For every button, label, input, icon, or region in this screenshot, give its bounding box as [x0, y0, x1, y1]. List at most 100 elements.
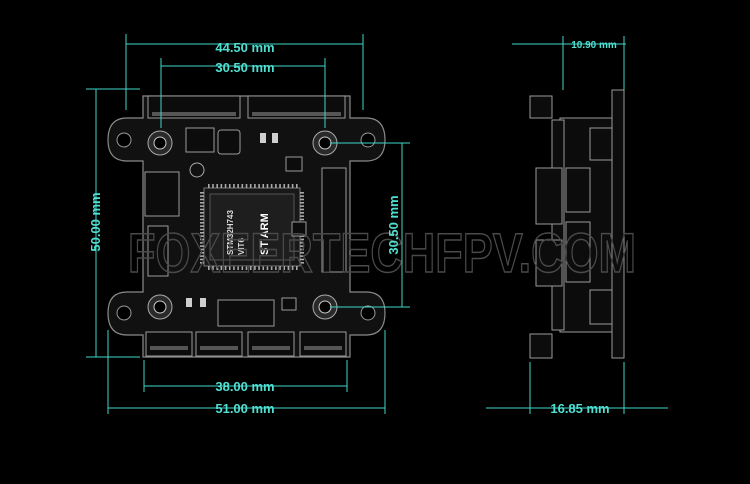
mcu-pin: [200, 202, 204, 204]
mcu-pin: [300, 248, 304, 251]
mcu-pin: [300, 192, 304, 194]
mcu-pin: [220, 184, 223, 188]
dim-left-height: 50.00 mm: [86, 88, 140, 358]
mcu-pin: [200, 228, 204, 231]
top-connectors: [147, 95, 346, 119]
component-box-4: [281, 297, 297, 311]
side-connector-top: [529, 95, 553, 119]
mcu-pin: [266, 266, 269, 270]
mcu-pin: [296, 184, 298, 188]
mcu-pin: [300, 245, 304, 247]
mcu-pin: [200, 195, 204, 197]
mcu-pins: [200, 184, 304, 270]
mcu-pin: [200, 192, 204, 194]
dim-side-thickness: 10.90 mm: [512, 36, 626, 90]
side-header-2: [565, 221, 591, 283]
mcu-pin: [283, 184, 286, 188]
mcu-pin: [300, 262, 304, 264]
mcu-pin: [275, 266, 277, 270]
mcu-pin: [287, 266, 290, 270]
mcu-pin: [300, 212, 304, 214]
mcu-pin: [200, 205, 204, 207]
watermark: FOXEERTECHFPV.COM: [128, 221, 636, 284]
side-view-board: [529, 89, 625, 359]
dim-label-top-outer: 44.50 mm: [215, 40, 274, 55]
mcu-pin: [200, 215, 204, 217]
mcu-pin: [208, 266, 210, 270]
bottom-fpc-connector: [217, 299, 275, 327]
component-box-3: [291, 221, 307, 237]
dim-top-outer: 44.50 mm: [125, 34, 364, 110]
mcu-pin: [291, 266, 294, 270]
front-view-board: STM32H743 VIT6 ST ARM: [107, 95, 386, 358]
mcu-pin: [200, 248, 204, 251]
mount-hole-right-top: [360, 132, 376, 148]
mcu-pin: [300, 258, 304, 261]
dim-top-inner: 30.50 mm: [160, 58, 326, 128]
bottom-connectors: [145, 331, 347, 357]
side-header-1: [565, 167, 591, 213]
dim-label-right-inner-height: 30.50 mm: [386, 195, 401, 254]
mcu-pin: [237, 184, 239, 188]
mcu-pin: [237, 266, 239, 270]
mcu-pin: [200, 235, 204, 237]
side-block-top: [589, 127, 613, 161]
mcu-pin: [270, 266, 273, 270]
mcu-pin: [300, 242, 304, 244]
mcu-pin: [262, 184, 265, 188]
mcu-pin: [224, 266, 227, 270]
mcu-pin: [241, 184, 244, 188]
dim-label-bottom-inner: 38.00 mm: [215, 379, 274, 394]
dim-label-top-inner: 30.50 mm: [215, 60, 274, 75]
mcu-part-number: STM32H743: [226, 210, 235, 255]
mcu-pin: [220, 266, 223, 270]
mcu-pin: [296, 266, 298, 270]
side-connector-low: [535, 239, 563, 287]
smd-2: [272, 133, 278, 143]
mcu-pin: [300, 252, 304, 254]
mcu-pin: [283, 266, 286, 270]
mcu-pin: [200, 212, 204, 214]
mcu-pin: [241, 266, 244, 270]
mcu-pin: [200, 252, 204, 254]
mcu-pin: [300, 238, 304, 241]
mcu-pin: [200, 225, 204, 227]
mcu-pin: [300, 202, 304, 204]
inductor: [217, 129, 241, 155]
mcu-pin: [208, 184, 210, 188]
mcu-pin: [245, 184, 248, 188]
mcu-pin: [233, 266, 235, 270]
mcu-pin: [300, 198, 304, 201]
mcu-pin: [249, 184, 252, 188]
st-arm-logo: ST ARM: [259, 213, 271, 255]
mcu-pin: [200, 198, 204, 201]
dim-right-inner-height: 30.50 mm: [330, 142, 410, 308]
component-box-1: [185, 127, 215, 153]
mcu-pin: [200, 242, 204, 244]
dim-bottom-outer: 51.00 mm: [107, 330, 386, 416]
mcu-pin: [300, 255, 304, 257]
mcu-pin: [216, 184, 218, 188]
right-side-connector: [321, 167, 347, 273]
component-box-2: [285, 156, 303, 172]
mcu-pin: [200, 222, 204, 224]
smd-3: [186, 298, 192, 307]
grommet-top-left: [147, 130, 173, 156]
mcu-pin: [258, 266, 260, 270]
mcu-pin: [200, 258, 204, 261]
smd-4: [200, 298, 206, 307]
mcu-pin: [200, 262, 204, 264]
mcu-pin: [245, 266, 248, 270]
mcu-pin: [287, 184, 290, 188]
mcu-pin: [200, 218, 204, 221]
mount-hole-right-bottom: [360, 305, 376, 321]
dim-label-bottom-outer: 51.00 mm: [215, 401, 274, 416]
mcu-pin: [258, 184, 260, 188]
mcu-pin: [300, 195, 304, 197]
dim-label-side-thickness: 10.90 mm: [571, 40, 617, 51]
mcu-pin: [228, 184, 231, 188]
mcu-pin: [200, 232, 204, 234]
grommet-bottom-left: [147, 294, 173, 320]
dim-label-left-height: 50.00 mm: [88, 192, 103, 251]
